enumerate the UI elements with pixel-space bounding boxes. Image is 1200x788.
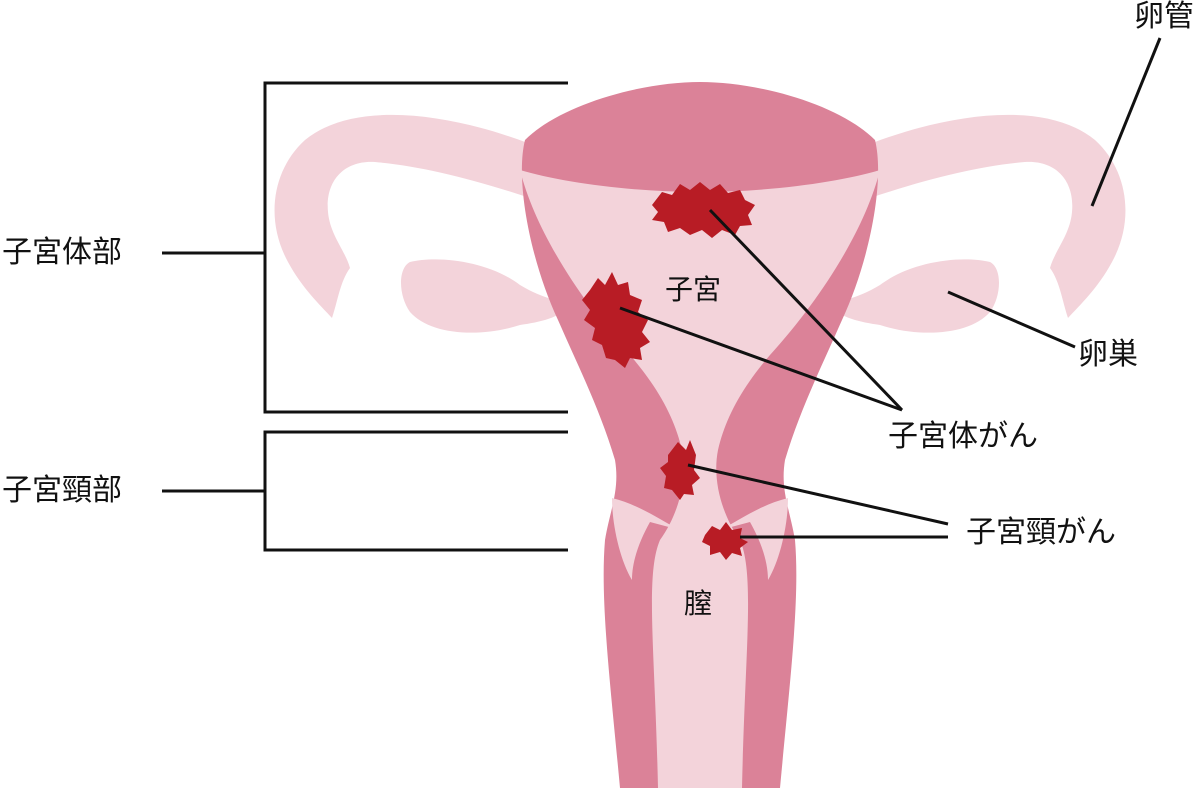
right-ovary: [830, 259, 999, 333]
uterine-body-region-label: 子宮体部: [2, 235, 122, 270]
uterus-label: 子宮: [665, 273, 722, 306]
vaginal-fornix-right: [720, 498, 788, 580]
tumor-cervix-lower: [702, 522, 748, 560]
uterine-body-bracket: [263, 81, 568, 414]
tumor-left-wall: [582, 272, 650, 368]
cervical-cancer-leader-1: [687, 463, 949, 526]
cervix-bracket: [263, 430, 568, 552]
fallopian-tube-label: 卵管: [1134, 0, 1194, 34]
fallopian-tube-leader: [1090, 37, 1162, 207]
vaginal-fornix: [612, 498, 680, 580]
endometrial-cancer-leader-2: [619, 306, 903, 412]
tumor-cervix-upper: [660, 440, 700, 500]
left-ovary: [401, 259, 570, 333]
tumor-fundus: [652, 182, 755, 238]
cervix-region-label: 子宮頸部: [2, 473, 122, 508]
ovary-label: 卵巣: [1078, 337, 1138, 372]
uterine-cavity: [520, 170, 880, 788]
vagina-label: 膣: [684, 587, 713, 620]
endometrial-cancer-label: 子宮体がん: [888, 419, 1038, 454]
endometrial-cancer-leader-1: [708, 208, 904, 412]
right-fallopian-tube: [855, 114, 1126, 318]
left-fallopian-tube: [274, 114, 545, 318]
ovary-leader: [947, 290, 1076, 349]
cervical-cancer-label: 子宮頸がん: [966, 515, 1116, 550]
